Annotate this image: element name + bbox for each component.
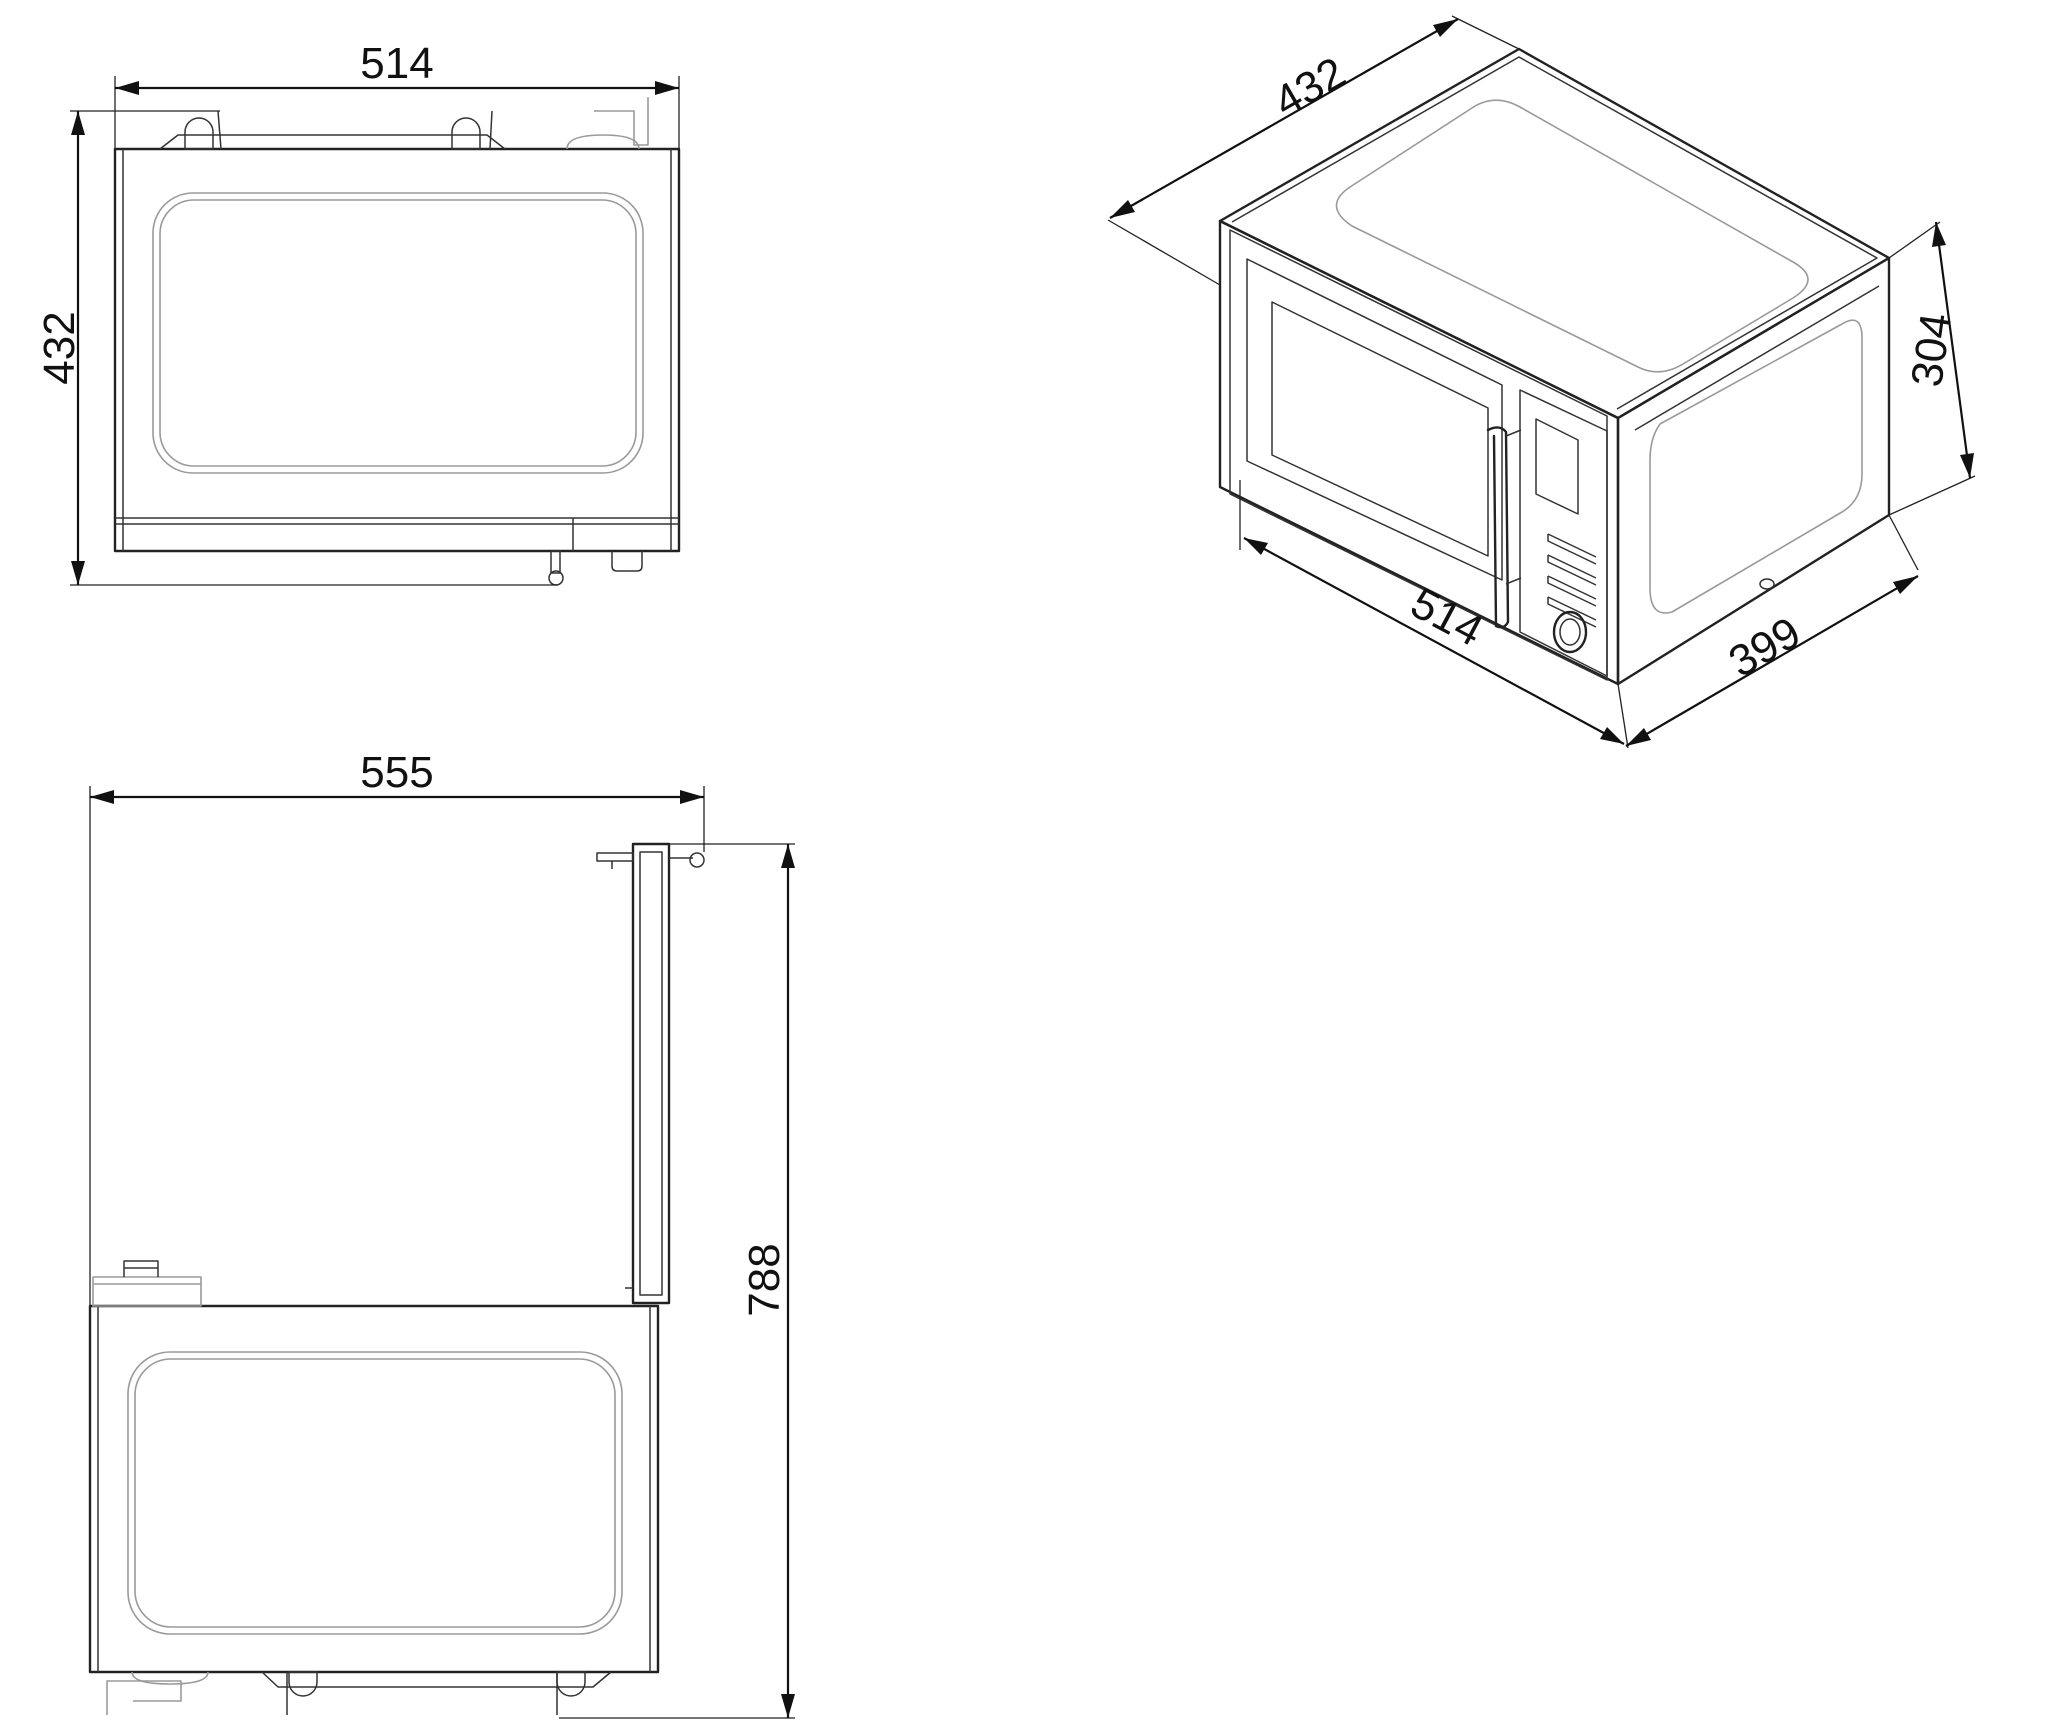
iso-side-panel bbox=[1649, 319, 1863, 614]
top-view-foot-right bbox=[451, 117, 481, 150]
iso-side-depth-label: 399 bbox=[1721, 608, 1809, 687]
iso-height-label: 304 bbox=[1902, 310, 1961, 390]
side-view-foot-right bbox=[556, 1671, 586, 1697]
side-view-door-handle bbox=[596, 852, 634, 862]
iso-top-panel bbox=[1335, 99, 1809, 373]
top-view-width-label: 514 bbox=[360, 39, 433, 88]
side-view-knob-housing bbox=[92, 1276, 202, 1307]
iso-side-button bbox=[1759, 578, 1775, 590]
top-view-knob bbox=[611, 551, 643, 572]
top-view-depth-label: 432 bbox=[35, 311, 84, 384]
side-view-door-open: 555 788 bbox=[88, 748, 795, 1719]
side-view-vent bbox=[131, 1671, 209, 1685]
iso-display bbox=[1535, 418, 1579, 515]
side-view-foot-left bbox=[288, 1671, 318, 1697]
iso-control-panel bbox=[1519, 389, 1608, 677]
side-view-body bbox=[88, 1304, 660, 1674]
side-view-depth-dimension: 555 bbox=[89, 748, 705, 1306]
isometric-view: 432 514 399 304 bbox=[1107, 15, 1976, 749]
iso-door-window bbox=[1246, 258, 1503, 581]
iso-side-depth-dimension: 399 bbox=[1625, 514, 1919, 747]
iso-depth-label: 432 bbox=[1266, 48, 1354, 127]
side-view-depth-label: 555 bbox=[360, 748, 433, 797]
side-view-height-label: 788 bbox=[740, 1243, 789, 1316]
iso-depth-dimension: 432 bbox=[1107, 15, 1520, 286]
iso-width-label: 514 bbox=[1403, 578, 1491, 656]
top-view-width-dimension: 514 bbox=[114, 39, 680, 149]
top-view-body bbox=[113, 147, 681, 553]
top-view: 514 432 bbox=[35, 39, 681, 586]
top-view-depth-dimension: 432 bbox=[35, 110, 557, 586]
top-view-vent bbox=[566, 134, 640, 150]
top-view-handle bbox=[550, 550, 561, 574]
side-view-open-door bbox=[631, 842, 671, 1305]
iso-height-dimension: 304 bbox=[1888, 221, 1976, 516]
side-view-height-dimension: 788 bbox=[559, 843, 795, 1719]
top-view-panel bbox=[152, 192, 644, 474]
top-view-foot-left bbox=[184, 117, 214, 150]
iso-control-knob bbox=[1552, 610, 1588, 654]
side-view-knob bbox=[123, 1260, 159, 1277]
iso-door-handle bbox=[1486, 426, 1510, 629]
side-view-panel bbox=[127, 1351, 623, 1635]
